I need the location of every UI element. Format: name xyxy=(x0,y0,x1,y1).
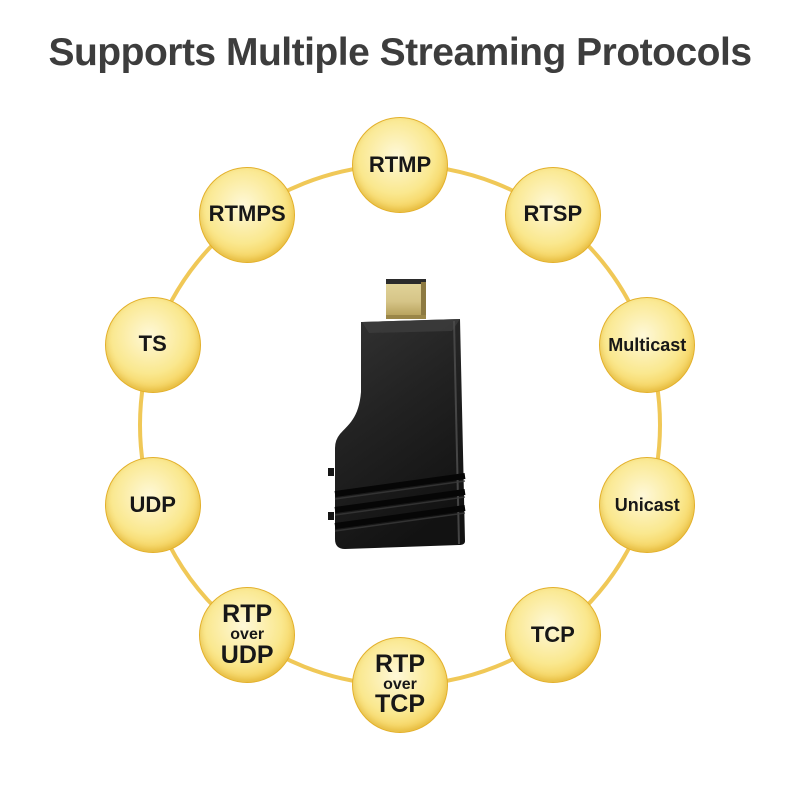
device-grooves xyxy=(334,473,466,529)
protocol-bubble-tcp: TCP xyxy=(504,587,601,684)
protocol-label: RTP xyxy=(222,600,273,629)
protocol-bubble-udp: UDP xyxy=(104,457,201,554)
protocol-label: UDP xyxy=(220,640,274,669)
device-side-tab xyxy=(328,468,334,476)
protocol-label: TCP xyxy=(530,622,575,648)
protocol-label: TS xyxy=(138,331,167,357)
device-top-face xyxy=(362,319,460,333)
protocol-bubble-rtmp: RTMP xyxy=(352,117,448,213)
device-groove-highlights xyxy=(334,480,466,532)
protocol-bubble-ts: TS xyxy=(104,296,201,393)
hdmi-connector xyxy=(386,279,426,319)
protocol-label: RTMP xyxy=(368,151,432,177)
protocol-bubble-rtsp: RTSP xyxy=(504,166,601,263)
protocol-bubble-unicast: Unicast xyxy=(599,457,696,554)
protocol-label: RTP xyxy=(375,649,425,678)
protocol-label: RTSP xyxy=(523,201,583,227)
device-side-tab xyxy=(328,512,334,520)
protocol-bubble-rtmps: RTMPS xyxy=(199,166,296,263)
page-title: Supports Multiple Streaming Protocols xyxy=(48,31,752,74)
protocol-bubble-multicast: Multicast xyxy=(599,296,696,393)
hdmi-encoder-device-icon xyxy=(328,279,466,549)
protocol-label: Multicast xyxy=(608,334,687,355)
protocol-label: Unicast xyxy=(614,495,680,516)
protocol-label: UDP xyxy=(129,492,176,518)
device-body xyxy=(328,319,466,549)
protocol-label: TCP xyxy=(375,690,425,719)
protocol-label: over xyxy=(230,625,265,643)
protocol-label: over xyxy=(383,675,417,693)
protocol-label: RTMPS xyxy=(208,201,286,227)
